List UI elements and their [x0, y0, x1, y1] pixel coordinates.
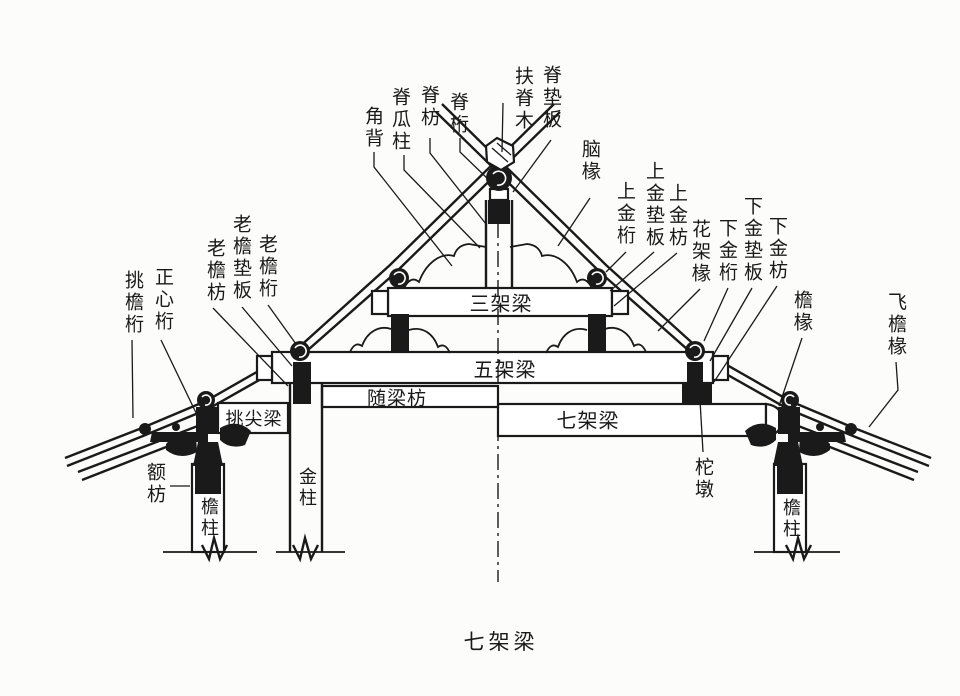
- label-jiguazhu: 脊瓜柱: [389, 87, 411, 153]
- label-zhengxinheng: 正心桁: [152, 267, 174, 333]
- ground-lines: [163, 533, 840, 563]
- three-purlin-beam: [386, 286, 614, 318]
- label-xiajinfang: 下金枋: [766, 216, 788, 282]
- figure-caption: 七架梁: [463, 630, 539, 654]
- label-laoyanheng: 老檐桁: [256, 234, 278, 300]
- ridge-assembly: [484, 136, 516, 288]
- five-purlin-beam-head-l: [255, 354, 274, 382]
- label-tiaojianliang: 挑尖梁: [225, 409, 283, 430]
- label-naochuan: 脑椽: [579, 139, 601, 183]
- zhengxin-purlin-left: [197, 391, 215, 409]
- zhengxin-purlin-right: [781, 391, 799, 409]
- label-shangjinheng: 上金桁: [614, 181, 636, 247]
- label-jiaobei: 角背: [362, 106, 384, 150]
- purlins-and-posts: [290, 268, 712, 404]
- label-jiheng: 脊桁: [447, 92, 469, 136]
- label-xiajindianban: 下金垫板: [741, 196, 763, 284]
- label-feiyanchuan: 飞檐椽: [885, 292, 907, 358]
- label-wujialiang: 五架梁: [473, 357, 537, 382]
- label-laoyanfang: 老檐枋: [204, 238, 226, 304]
- curved-supports-left: [349, 243, 487, 354]
- lower-purlin-right: [685, 341, 705, 361]
- label-qijialiang-beam: 七架梁: [556, 408, 620, 433]
- dwarf-post-right: [588, 314, 606, 352]
- label-tiaoyanheng: 挑檐桁: [122, 270, 144, 336]
- leader-lines: [131, 102, 899, 487]
- label-yanzhu-right: 檐柱: [780, 498, 801, 540]
- ridge-tiebeam-block: [488, 200, 510, 224]
- curved-supports-right: [509, 243, 647, 354]
- tiaoyan-purlin-right: [845, 423, 857, 435]
- label-huajiachuan: 花架椽: [689, 219, 711, 285]
- tuodun-block: [682, 384, 712, 404]
- three-purlin-beam-head-l: [370, 289, 390, 316]
- right-eave-bracket: [745, 391, 857, 466]
- label-suiliangfang: 随梁枋: [366, 387, 428, 410]
- label-jidianban: 脊垫板: [540, 65, 562, 131]
- five-purlin-beam-head-r: [711, 354, 730, 382]
- label-laoyandianban: 老檐垫板: [230, 214, 252, 302]
- label-yanzhu-left: 檐柱: [198, 497, 219, 539]
- label-sanjialiang: 三架梁: [469, 291, 533, 316]
- label-tuodun: 柁墩: [692, 457, 714, 501]
- label-fujimu: 扶脊木: [512, 66, 534, 132]
- right-roof-rafters: [435, 103, 932, 482]
- laoyan-purlin: [290, 341, 310, 361]
- tiaoyan-purlin-left: [139, 423, 151, 435]
- label-yanchuan: 檐椽: [791, 290, 813, 334]
- label-jinzhu: 金柱: [296, 467, 317, 509]
- dwarf-post-left: [391, 314, 409, 352]
- ridge-saddle-block: [484, 136, 516, 172]
- left-eave-bracket: [139, 391, 251, 466]
- three-purlin-beam-head-r: [610, 289, 630, 316]
- label-shangjindianban: 上金垫板: [643, 161, 665, 249]
- ridge-post: [484, 200, 514, 288]
- label-efang: 额枋: [144, 462, 166, 506]
- ridge-purlin-circle: [486, 165, 512, 191]
- golden-column: [288, 383, 324, 552]
- label-xiajinheng: 下金桁: [716, 218, 738, 284]
- seven-purlin-beam: [496, 402, 768, 438]
- label-jifang: 脊枋: [418, 85, 440, 129]
- upper-purlin-left: [389, 268, 409, 288]
- label-shangjinfang: 上金枋: [666, 183, 688, 249]
- columns: [190, 383, 808, 554]
- upper-purlin-right: [587, 268, 607, 288]
